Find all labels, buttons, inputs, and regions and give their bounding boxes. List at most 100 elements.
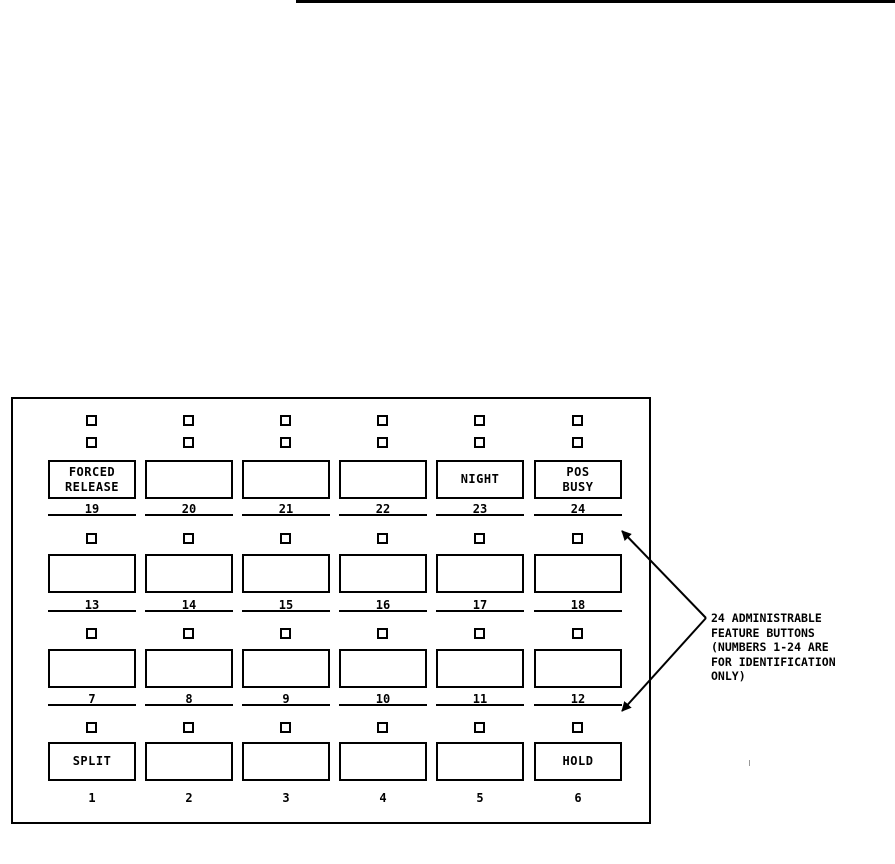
button-number-label: 21: [278, 502, 294, 516]
button-number-label: 8: [185, 692, 193, 706]
feature-button-22[interactable]: [339, 460, 427, 499]
feature-button-3[interactable]: [242, 742, 330, 781]
button-number-label: 23: [472, 502, 488, 516]
button-number-label: 22: [375, 502, 391, 516]
feature-button-11[interactable]: [436, 649, 524, 688]
number-underline: [48, 610, 136, 612]
top-rule: [296, 0, 895, 3]
feature-button-9[interactable]: [242, 649, 330, 688]
feature-button-21[interactable]: [242, 460, 330, 499]
button-number-label: 9: [282, 692, 290, 706]
status-lamp: [572, 415, 583, 426]
number-underline: [436, 610, 524, 612]
callout-line: 24 ADMINISTRABLE: [711, 611, 822, 625]
feature-button-15[interactable]: [242, 554, 330, 593]
button-number-label: 6: [574, 791, 582, 805]
feature-button-2[interactable]: [145, 742, 233, 781]
status-lamp: [86, 628, 97, 639]
callout-text: 24 ADMINISTRABLE FEATURE BUTTONS (NUMBER…: [711, 611, 891, 684]
feature-button-8[interactable]: [145, 649, 233, 688]
feature-button-10[interactable]: [339, 649, 427, 688]
button-number-label: 7: [88, 692, 96, 706]
status-lamp: [280, 415, 291, 426]
feature-button-17[interactable]: [436, 554, 524, 593]
status-lamp: [183, 628, 194, 639]
status-lamp: [183, 437, 194, 448]
feature-button-24[interactable]: POS BUSY: [534, 460, 622, 499]
number-underline: [48, 704, 136, 706]
number-underline: [145, 610, 233, 612]
button-number-label: 5: [476, 791, 484, 805]
feature-button-20[interactable]: [145, 460, 233, 499]
callout-line: FOR IDENTIFICATION: [711, 654, 836, 669]
feature-button-14[interactable]: [145, 554, 233, 593]
status-lamp: [377, 722, 388, 733]
status-lamp: [280, 628, 291, 639]
status-lamp: [572, 722, 583, 733]
button-number-label: 4: [379, 791, 387, 805]
status-lamp: [474, 415, 485, 426]
number-underline: [534, 704, 622, 706]
button-number-label: 24: [570, 502, 586, 516]
button-number-label: 13: [84, 598, 100, 612]
button-number-label: 14: [181, 598, 197, 612]
status-lamp: [280, 722, 291, 733]
number-underline: [242, 704, 330, 706]
status-lamp: [183, 415, 194, 426]
status-lamp: [377, 533, 388, 544]
button-number-label: 10: [375, 692, 391, 706]
status-lamp: [86, 533, 97, 544]
button-number-label: 17: [472, 598, 488, 612]
button-number-label: 15: [278, 598, 294, 612]
status-lamp: [86, 437, 97, 448]
status-lamp: [183, 533, 194, 544]
number-underline: [242, 610, 330, 612]
arrow-to-lower-buttons: [621, 617, 707, 712]
number-underline: [339, 514, 427, 516]
feature-button-5[interactable]: [436, 742, 524, 781]
button-number-label: 18: [570, 598, 586, 612]
button-number-label: 1: [88, 791, 96, 805]
feature-button-18[interactable]: [534, 554, 622, 593]
feature-button-6[interactable]: HOLD: [534, 742, 622, 781]
callout-line: ONLY): [711, 669, 746, 683]
feature-button-19[interactable]: FORCED RELEASE: [48, 460, 136, 499]
status-lamp: [474, 628, 485, 639]
status-lamp: [474, 722, 485, 733]
button-number-label: 11: [472, 692, 488, 706]
feature-button-13[interactable]: [48, 554, 136, 593]
button-number-label: 2: [185, 791, 193, 805]
feature-button-1[interactable]: SPLIT: [48, 742, 136, 781]
callout-line: FEATURE BUTTONS: [711, 625, 815, 640]
number-underline: [339, 704, 427, 706]
number-underline: [242, 514, 330, 516]
status-lamp: [377, 437, 388, 448]
status-lamp: [86, 722, 97, 733]
feature-button-7[interactable]: [48, 649, 136, 688]
stray-mark: [749, 760, 750, 766]
feature-button-23[interactable]: NIGHT: [436, 460, 524, 499]
status-lamp: [183, 722, 194, 733]
status-lamp: [474, 533, 485, 544]
number-underline: [145, 514, 233, 516]
number-underline: [436, 514, 524, 516]
button-number-label: 16: [375, 598, 391, 612]
status-lamp: [474, 437, 485, 448]
button-number-label: 12: [570, 692, 586, 706]
feature-button-12[interactable]: [534, 649, 622, 688]
number-underline: [48, 514, 136, 516]
number-underline: [436, 704, 524, 706]
status-lamp: [86, 415, 97, 426]
number-underline: [534, 610, 622, 612]
feature-button-4[interactable]: [339, 742, 427, 781]
button-number-label: 20: [181, 502, 197, 516]
status-lamp: [377, 628, 388, 639]
number-underline: [339, 610, 427, 612]
callout-line: (NUMBERS 1-24 ARE: [711, 640, 829, 654]
arrow-to-upper-buttons: [621, 530, 707, 619]
feature-button-16[interactable]: [339, 554, 427, 593]
button-number-label: 3: [282, 791, 290, 805]
status-lamp: [572, 533, 583, 544]
